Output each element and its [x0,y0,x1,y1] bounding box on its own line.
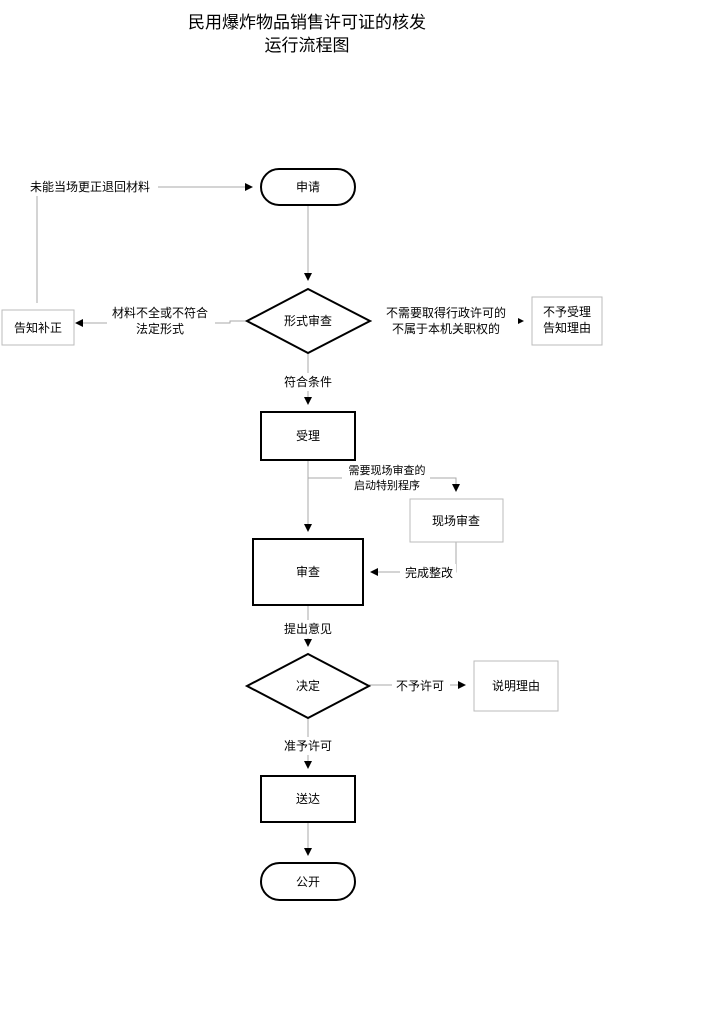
node-notify-correction-label: 告知补正 [14,321,62,335]
node-formal-review [244,287,373,355]
edge-correction-to-apply [36,183,253,303]
edge-label-rectification: 完成整改 [405,565,453,580]
node-reject-notice [531,296,603,346]
node-onsite-review [409,498,504,543]
edge-label-no-permit-line1: 不需要取得行政许可的 [386,305,506,320]
node-accept-label: 受理 [296,429,320,443]
node-explain-reason [473,660,559,712]
node-reject-notice-line2: 告知理由 [543,321,591,335]
edge-label-needs-onsite-line2: 启动特别程序 [354,478,420,492]
node-deliver [260,775,356,823]
node-apply-label: 申请 [296,180,320,194]
node-publish [260,862,356,901]
node-decision [244,652,372,720]
node-explain-reason-label: 说明理由 [492,678,540,693]
node-reject-notice-line1: 不予受理 [543,305,591,319]
edge-label-incomplete-line1: 材料不全或不符合 [112,305,208,320]
node-accept [260,411,356,461]
node-publish-label: 公开 [296,875,320,889]
edge-label-meets-conditions: 符合条件 [284,374,332,389]
node-decision-label: 决定 [296,678,320,693]
page-subtitle: 运行流程图 [264,36,350,56]
edge-label-return-materials: 未能当场更正退回材料 [30,180,150,194]
node-notify-correction [1,309,75,346]
edge-label-no-permit-line2: 不属于本机关职权的 [392,321,500,336]
node-formal-review-label: 形式审查 [284,313,332,328]
node-onsite-review-label: 现场审查 [432,513,480,528]
edge-label-submit-opinion: 提出意见 [284,621,332,636]
edge-label-deny: 不予许可 [396,679,444,693]
node-review [252,538,364,606]
page-title: 民用爆炸物品销售许可证的核发 [188,13,426,33]
edge-label-incomplete-line2: 法定形式 [136,321,184,336]
node-apply [260,168,356,206]
node-deliver-label: 送达 [296,791,320,806]
edge-label-needs-onsite-line1: 需要现场审查的 [349,463,426,477]
edge-label-grant: 准予许可 [284,739,332,753]
node-review-label: 审查 [296,564,320,579]
